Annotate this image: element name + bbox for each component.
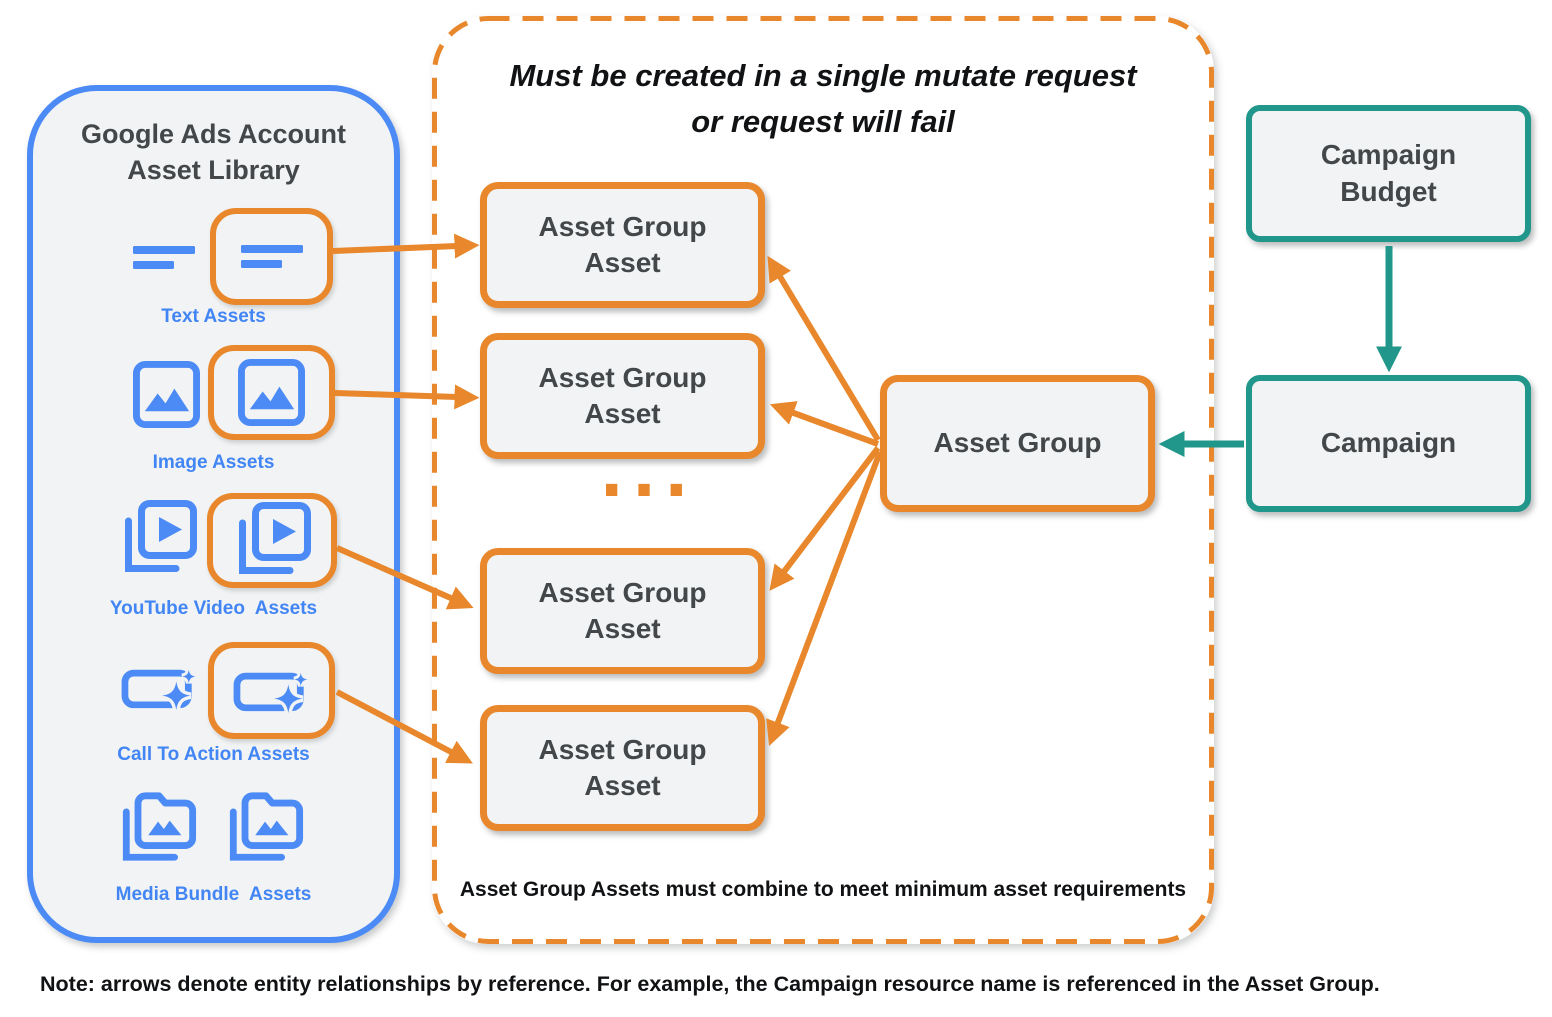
text-asset-highlight-box	[210, 208, 333, 305]
image-asset-highlight-box	[208, 345, 335, 440]
asset-group-label: Asset Group	[933, 427, 1102, 459]
asset-group-asset-label: Asset Group Asset	[538, 210, 707, 278]
call-to-action-highlight-box	[208, 642, 335, 739]
youtube-video-assets-label: YouTube Video Assets	[109, 598, 318, 619]
call-to-action-asset-icon	[121, 664, 199, 712]
image-assets-label: Image Assets	[152, 452, 275, 473]
text-assets-label: Text Assets	[161, 306, 266, 327]
text-asset-icon	[133, 246, 195, 269]
asset-library-title: Google Ads Account Asset Library	[80, 119, 346, 186]
call-to-action-asset-icon	[233, 667, 311, 715]
media-bundle-asset-icon	[118, 788, 198, 866]
mutate-panel-heading-line2: or request will fail	[691, 104, 955, 139]
media-bundle-assets-label: Media Bundle Assets	[115, 884, 312, 905]
youtube-video-asset-icon	[120, 500, 197, 577]
asset-group-asset-box-4: Asset Group Asset	[480, 705, 765, 831]
image-asset-icon	[238, 359, 305, 426]
asset-group-asset-label: Asset Group Asset	[538, 733, 707, 801]
text-asset-icon	[241, 245, 303, 268]
campaign-box: Campaign	[1246, 375, 1531, 512]
image-asset-icon	[133, 361, 200, 428]
media-bundle-asset-icon	[225, 788, 305, 866]
call-to-action-assets-label: Call To Action Assets	[117, 744, 310, 765]
asset-group-box: Asset Group	[880, 375, 1155, 512]
asset-group-asset-label: Asset Group Asset	[538, 576, 707, 644]
campaign-label: Campaign	[1320, 427, 1457, 459]
note-text: Note: arrows denote entity relationships…	[40, 972, 1380, 996]
asset-group-asset-label: Asset Group Asset	[538, 361, 707, 429]
youtube-video-highlight-box	[207, 493, 337, 588]
mutate-panel-heading-line1: Must be created in a single mutate reque…	[509, 58, 1137, 93]
asset-group-asset-box-3: Asset Group Asset	[480, 548, 765, 674]
mutate-panel-footnote: Asset Group Assets must combine to meet …	[459, 878, 1187, 901]
youtube-video-asset-icon	[234, 502, 311, 579]
campaign-budget-label: Campaign Budget	[1320, 139, 1457, 207]
campaign-budget-box: Campaign Budget	[1246, 105, 1531, 242]
asset-group-asset-box-1: Asset Group Asset	[480, 182, 765, 308]
ellipsis-more-assets: ...	[599, 438, 697, 512]
